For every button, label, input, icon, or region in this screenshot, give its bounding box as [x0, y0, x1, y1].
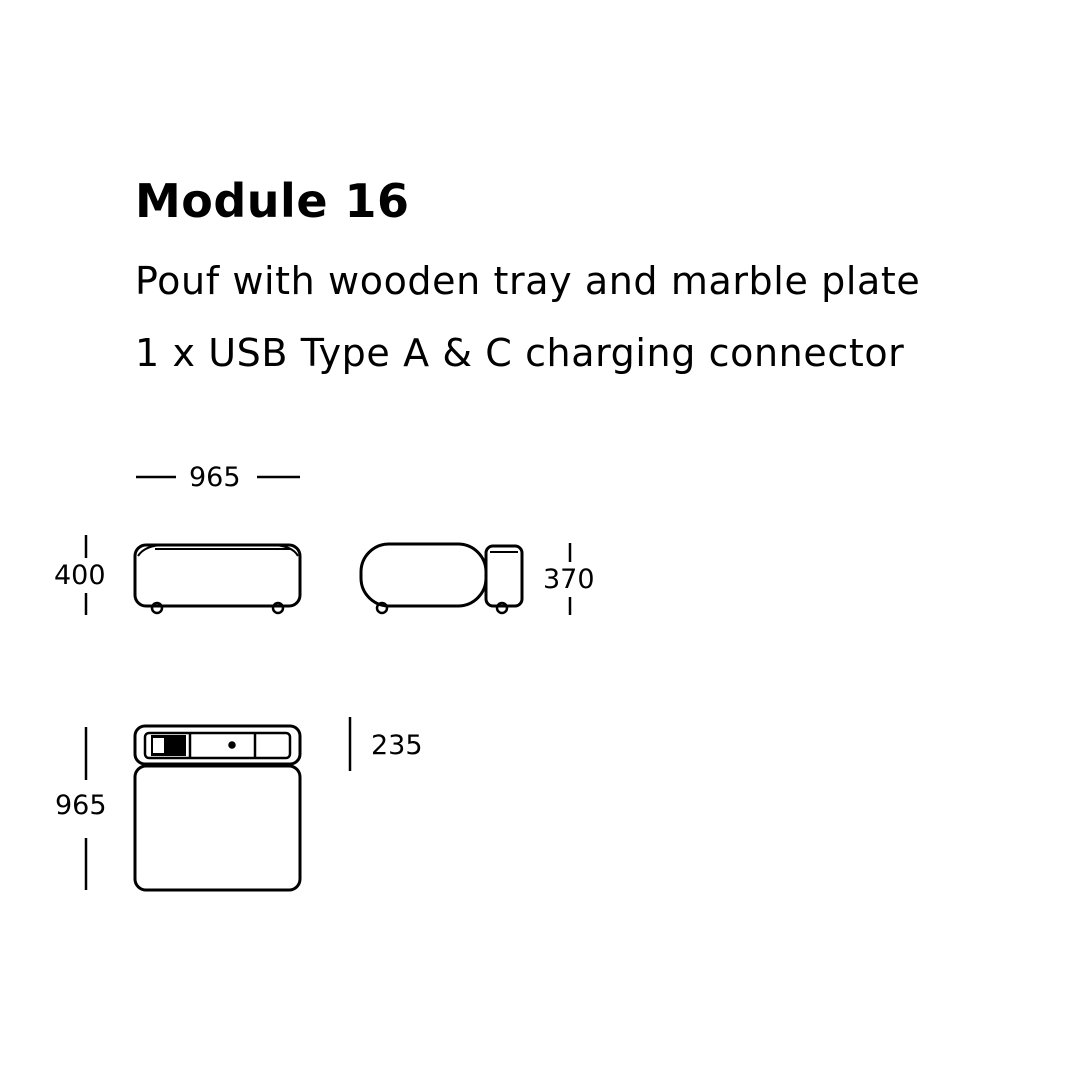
- top-view-seat: [133, 764, 302, 892]
- description-line-1: Pouf with wooden tray and marble plate: [135, 259, 921, 303]
- front-width-label: 965: [189, 462, 241, 493]
- front-view-body: [133, 543, 302, 608]
- usb-connector-slot: [153, 738, 164, 753]
- top-view-tray-inner: [143, 731, 292, 760]
- side-height-label: 370: [543, 564, 595, 595]
- side-view-foot-left: [375, 601, 389, 615]
- front-view-cushion-top: [137, 544, 299, 557]
- description-line-2: 1 x USB Type A & C charging connector: [135, 331, 905, 375]
- side-view-tray: [484, 544, 524, 608]
- front-height-label: 400: [54, 560, 106, 591]
- side-view-body: [359, 542, 488, 608]
- front-view-foot-left: [150, 601, 164, 615]
- top-view: [133, 724, 302, 892]
- top-depth-label: 965: [55, 790, 107, 821]
- tray-depth-label: 235: [371, 730, 423, 761]
- top-view-tray: [133, 724, 302, 766]
- front-view-foot-right: [271, 601, 285, 615]
- marble-plate-dot: [228, 741, 236, 749]
- side-view-foot-right: [495, 601, 509, 615]
- side-view: [359, 542, 524, 615]
- front-view: [133, 543, 302, 615]
- module-title: Module 16: [135, 174, 410, 228]
